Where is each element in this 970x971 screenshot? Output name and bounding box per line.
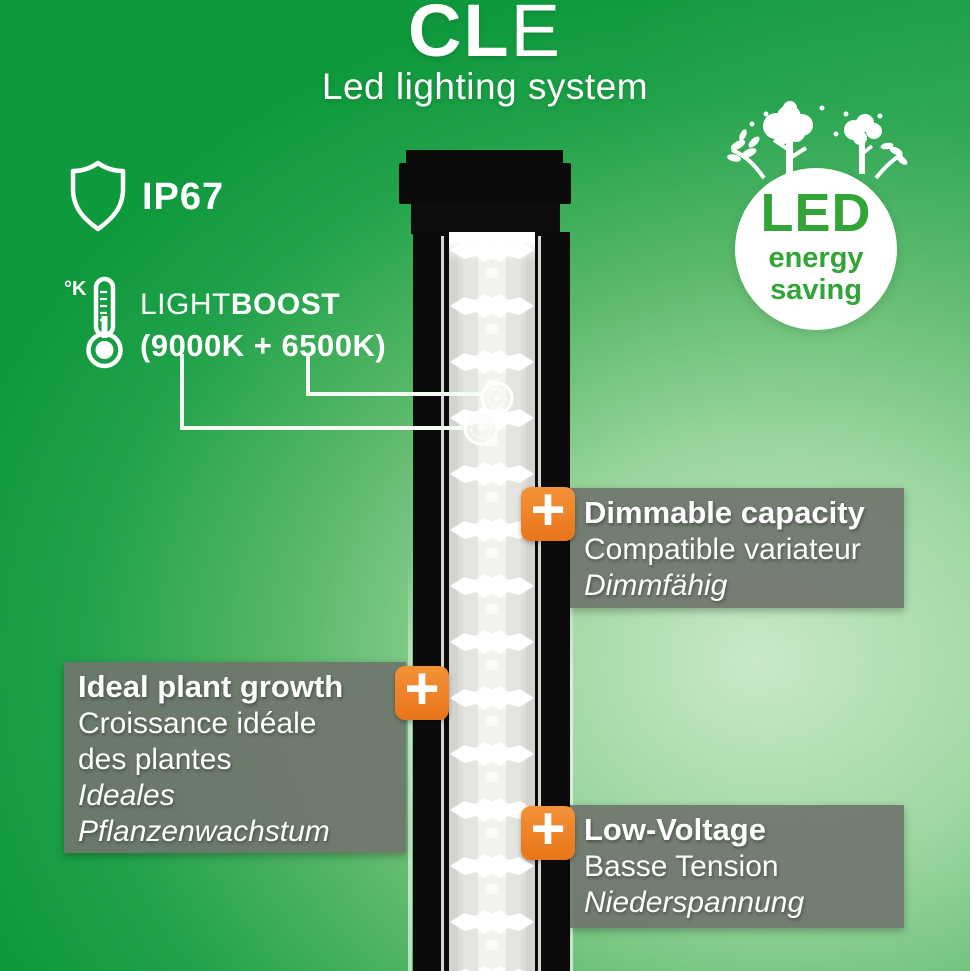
plus-icon: + [521,480,575,541]
callout-plant-french-1: Croissance idéale [78,707,317,740]
callout-dimmable-german: Dimmfähig [584,569,728,602]
lamp-right-glow [569,560,573,971]
lamp-end-cap-flange [399,163,571,204]
lamp-left-glow [408,560,412,971]
callout-plant-french-2: des plantes [78,743,232,776]
lightboost-text: LIGHTBOOST (9000K + 6500K) [140,288,386,364]
plus-glyph: + [530,795,566,862]
plus-icon: + [521,799,575,860]
badge-circle: LED energy saving [735,168,897,330]
callout-low-voltage: Low-Voltage Basse Tension Niederspannung [570,805,904,928]
led-strip-channel [449,232,535,971]
callout-dimmable-title: Dimmable capacity [584,495,865,530]
led-ring-bottom [463,410,499,446]
shield-icon [70,160,126,232]
led-energy-saving-badge: LED energy saving [726,96,908,336]
plus-icon: + [395,659,449,720]
callout-voltage-german: Niederspannung [584,886,805,919]
callout-dimmable-french: Compatible variateur [584,533,861,566]
product-subtitle: Led lighting system [321,66,649,107]
led-ring-top [480,381,514,415]
ip67-feature: IP67 [66,158,224,236]
lightboost-label: LIGHTBOOST [140,288,386,322]
callout-plant-growth: Ideal plant growth Croissance idéale des… [64,662,406,853]
lamp-right-rail-highlight [538,236,541,971]
callout-plant-german-1: Ideales [78,779,175,812]
brand-bold: CL [407,0,511,72]
plus-glyph: + [404,655,440,722]
lightboost-word-light: LIGHT [140,288,231,321]
badge-led-text: LED [760,183,872,243]
badge-saving-text: saving [770,273,862,306]
brand-light: E [510,0,562,72]
kelvin-unit-label: °K [64,278,87,300]
header: CLE Led lighting system [0,0,970,108]
lamp-end-cap-top [406,150,563,166]
callout-plant-german-2: Pflanzenwachstum [78,815,330,848]
trees-icon [727,101,908,180]
badge-energy-text: energy [768,242,864,274]
plus-glyph: + [530,476,566,543]
thermometer-icon [86,276,123,369]
callout-voltage-french: Basse Tension [584,850,779,883]
callout-dimmable: Dimmable capacity Compatible variateur D… [570,488,904,608]
callout-voltage-title: Low-Voltage [584,812,766,847]
callout-plant-title: Ideal plant growth [78,669,344,704]
channel-top-glow [449,232,535,262]
ip67-label: IP67 [142,175,225,218]
lightboost-word-boost: BOOST [230,288,341,321]
lamp-left-rail-highlight [441,236,444,971]
lamp-end-cap-neck [411,202,560,234]
product-title: CLE [0,0,970,68]
